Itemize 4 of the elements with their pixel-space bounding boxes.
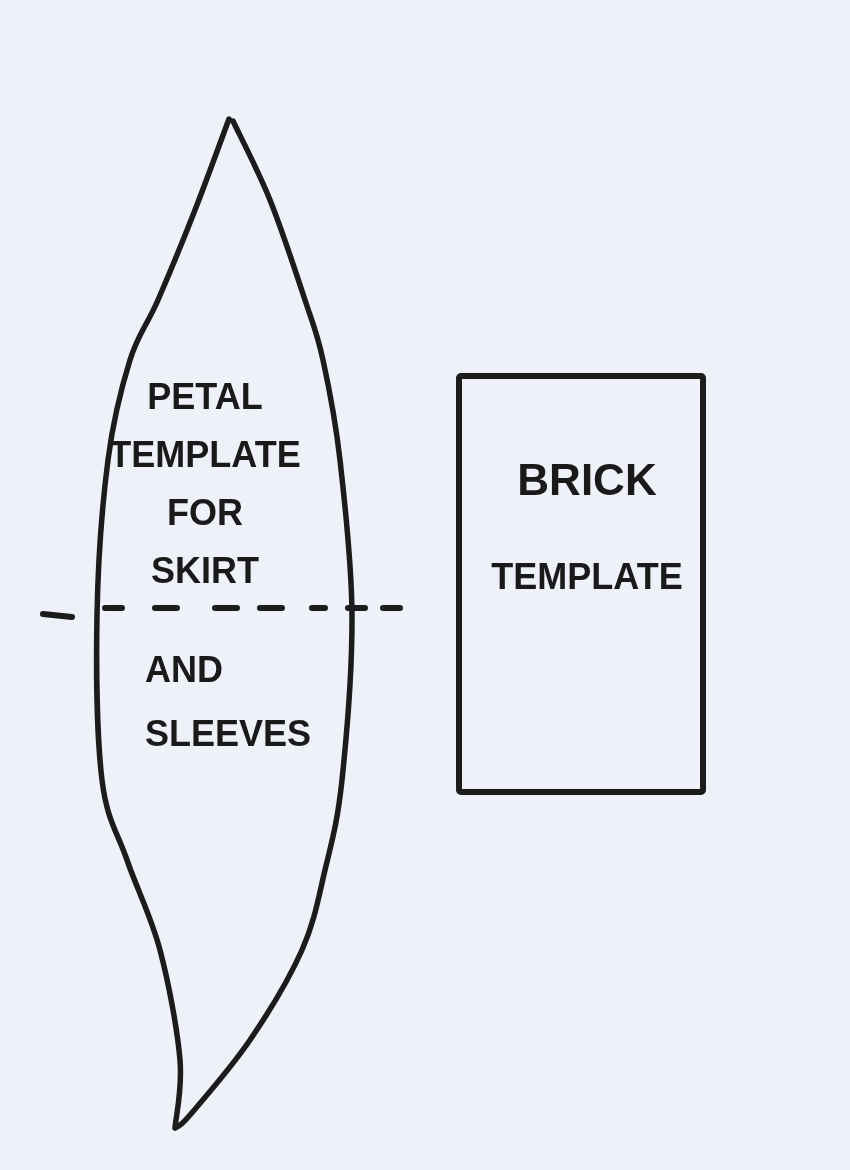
rectangle-template-outline [456, 373, 706, 795]
handwritten-label: AND SLEEVES [145, 648, 313, 756]
handwritten-label: PETAL TEMPLATE FOR SKIRT [108, 375, 302, 593]
handwritten-label: BRICK TEMPLATE [490, 454, 684, 599]
